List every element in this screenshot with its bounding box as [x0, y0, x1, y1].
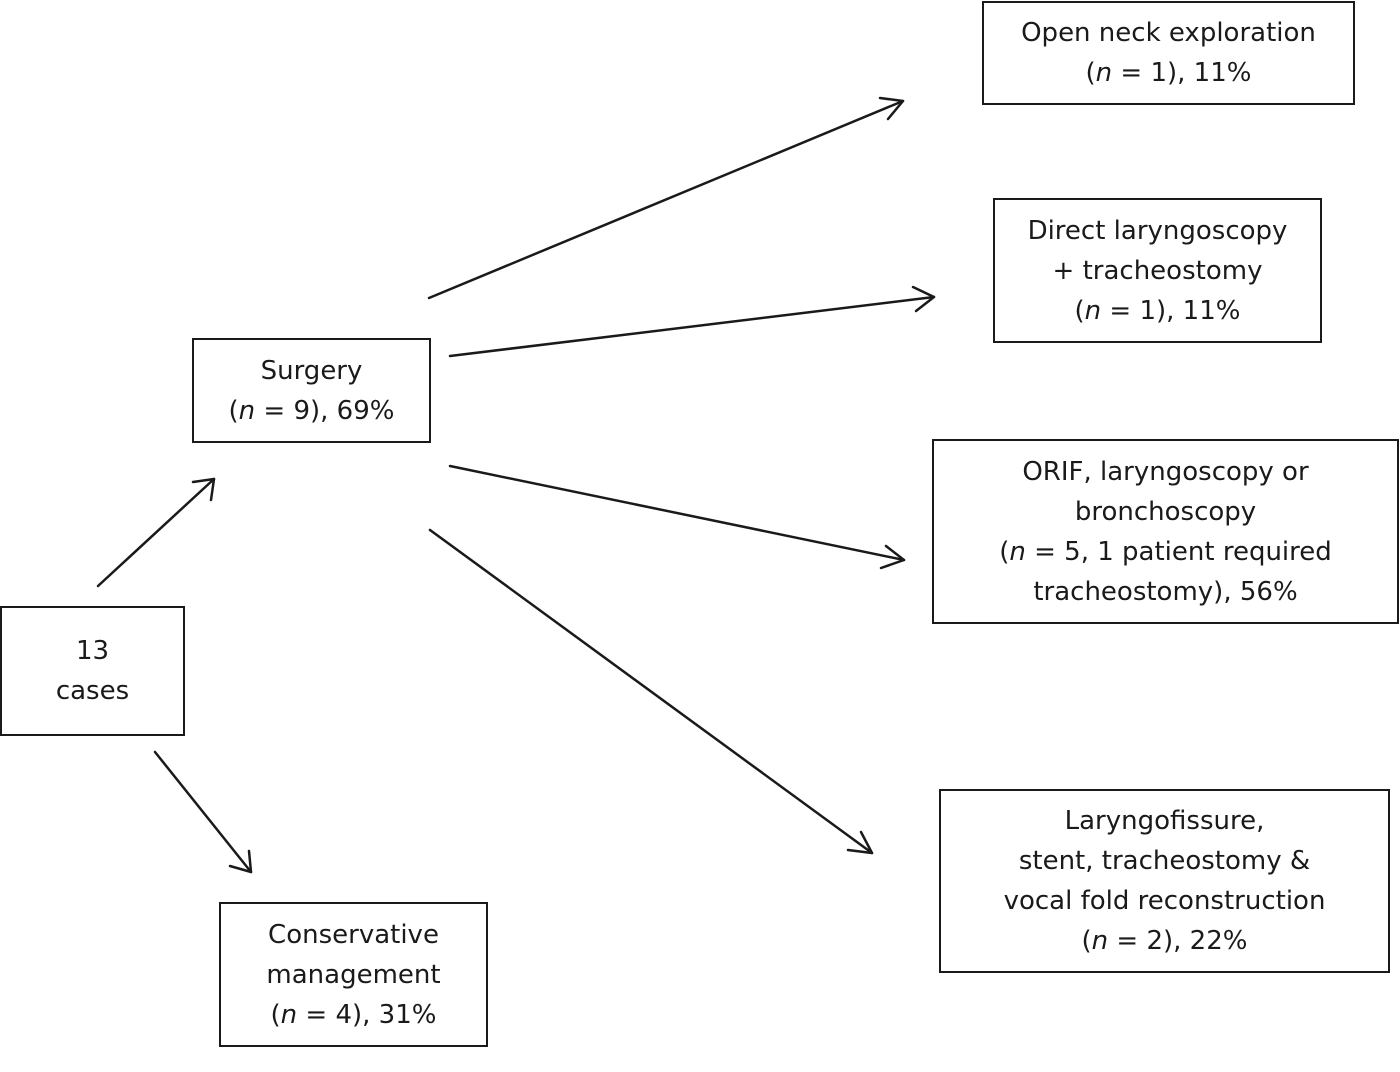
node-direct-laryngoscopy: Direct laryngoscopy + tracheostomy (n = …	[993, 198, 1322, 343]
node-label: bronchoscopy	[1074, 496, 1257, 527]
node-open-neck-exploration: Open neck exploration (n = 1), 11%	[982, 1, 1355, 105]
node-laryngofissure: Laryngofissure, stent, tracheostomy & vo…	[939, 789, 1390, 973]
node-count: (n = 5, 1 patient required	[999, 536, 1332, 567]
node-count: (n = 2), 22%	[1081, 926, 1248, 956]
node-label: 13	[75, 636, 110, 666]
edge-cases-to-surgery	[96, 477, 216, 588]
node-label: Open neck exploration	[1021, 18, 1316, 48]
node-count: (n = 4), 31%	[270, 999, 437, 1030]
edge-surgery-to-open-neck	[427, 96, 905, 300]
edge-cases-to-conservative	[153, 750, 253, 874]
node-label: stent, tracheostomy &	[1018, 846, 1311, 876]
edge-surgery-to-orif	[448, 464, 906, 570]
node-label: cases	[55, 676, 130, 706]
node-conservative-management: Conservative management (n = 4), 31%	[219, 902, 488, 1047]
node-surgery: Surgery (n = 9), 69%	[192, 338, 431, 443]
node-label: + tracheostomy	[1052, 255, 1263, 286]
node-label: vocal fold reconstruction	[1003, 886, 1326, 916]
node-label: tracheostomy), 56%	[1033, 576, 1298, 607]
node-count: (n = 1), 11%	[1074, 295, 1241, 326]
node-label: management	[266, 959, 441, 990]
node-13-cases: 13 cases	[0, 606, 185, 736]
node-title: Surgery	[260, 355, 363, 386]
node-label: Direct laryngoscopy	[1027, 215, 1288, 246]
node-label: Conservative	[268, 919, 439, 950]
node-count: (n = 1), 11%	[1085, 58, 1252, 88]
node-count: (n = 9), 69%	[228, 395, 395, 426]
node-label: ORIF, laryngoscopy or	[1022, 456, 1309, 487]
node-orif: ORIF, laryngoscopy or bronchoscopy (n = …	[932, 439, 1399, 624]
edge-surgery-to-direct-laryngoscopy	[448, 285, 936, 358]
node-label: Laryngofissure,	[1064, 806, 1265, 836]
edge-surgery-to-laryngofissure	[428, 528, 874, 855]
